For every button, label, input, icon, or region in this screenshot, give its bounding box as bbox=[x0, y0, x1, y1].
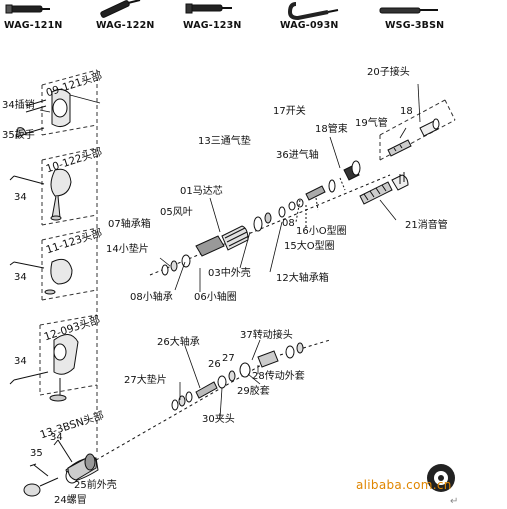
model-label-wag121: WAG-121N bbox=[4, 20, 63, 31]
part-label-17: 17开关 bbox=[273, 106, 306, 117]
part-label-34-e: 34 bbox=[50, 432, 63, 443]
part-label-36: 36进气轴 bbox=[276, 150, 319, 161]
watermark-text: alibaba.com.cn bbox=[356, 478, 452, 492]
part-label-25: 25前外壳 bbox=[74, 480, 117, 491]
part-label-34-pin: 34插销 bbox=[2, 100, 35, 111]
part-label-07: 07轴承箱 bbox=[108, 219, 151, 230]
part-label-30: 30夹头 bbox=[202, 414, 235, 425]
part-label-26: 26大轴承 bbox=[157, 337, 200, 348]
part-label-01: 01马达芯 bbox=[180, 186, 223, 197]
model-label-wag093: WAG-093N bbox=[280, 20, 339, 31]
head-12-093-drawing bbox=[9, 334, 79, 402]
part-label-08a: 08 bbox=[282, 218, 295, 229]
lower-shaft-parts bbox=[171, 342, 304, 411]
model-label-wag122: WAG-122N bbox=[96, 20, 155, 31]
part-label-26b: 26 bbox=[208, 359, 221, 370]
part-label-21: 21消音管 bbox=[405, 220, 448, 231]
tool-icon-wag122 bbox=[100, 0, 141, 18]
part-label-34-b: 34 bbox=[14, 192, 27, 203]
tool-icon-wag121 bbox=[5, 4, 50, 14]
tool-icon-wag123 bbox=[185, 3, 232, 14]
tool-icon-wag093 bbox=[287, 2, 339, 21]
model-label-wsg3bsn: WSG-3BSN bbox=[385, 20, 445, 31]
part-label-18: 18 bbox=[400, 106, 413, 117]
air-hose-parts bbox=[387, 118, 440, 157]
part-label-27: 27 bbox=[222, 353, 235, 364]
part-label-37: 37转动接头 bbox=[240, 330, 293, 341]
part-label-29: 29胶套 bbox=[237, 386, 270, 397]
part-label-06: 06小轴圈 bbox=[194, 292, 237, 303]
part-label-12: 12大轴承箱 bbox=[276, 273, 329, 284]
part-label-05: 05风叶 bbox=[160, 207, 193, 218]
part-label-08b: 08小轴承 bbox=[130, 292, 173, 303]
part-label-16: 16小O型圈 bbox=[296, 226, 347, 237]
part-label-20: 20子接头 bbox=[367, 67, 410, 78]
watermark-logo bbox=[427, 464, 455, 492]
part-label-14: 14小垫片 bbox=[106, 244, 149, 255]
head-10-122-drawing bbox=[9, 168, 72, 221]
head-11-123-drawing bbox=[9, 258, 73, 295]
model-label-wag123: WAG-123N bbox=[183, 20, 242, 31]
part-label-24: 24螺冒 bbox=[54, 495, 87, 506]
part-label-03: 03中外壳 bbox=[208, 268, 251, 279]
head-09-121-drawing bbox=[15, 88, 71, 138]
part-label-34-c: 34 bbox=[14, 272, 27, 283]
part-label-34-d: 34 bbox=[14, 356, 27, 367]
part-label-27-washer: 27大垫片 bbox=[124, 375, 167, 386]
part-label-13: 13三通气垫 bbox=[198, 136, 251, 147]
part-label-35-b: 35 bbox=[30, 448, 43, 459]
middle-shaft-parts bbox=[161, 160, 409, 276]
part-label-35-wrench: 35扳手 bbox=[2, 130, 35, 141]
part-label-28: 28传动外套 bbox=[252, 371, 305, 382]
watermark-cursor-glyph: ↵ bbox=[450, 496, 459, 507]
front-housing bbox=[67, 453, 97, 481]
part-label-18-bundle: 18管束 bbox=[315, 124, 348, 135]
part-label-19: 19气管 bbox=[355, 118, 388, 129]
part-label-15: 15大O型圈 bbox=[284, 241, 335, 252]
tool-icon-wsg3bsn bbox=[379, 7, 438, 14]
